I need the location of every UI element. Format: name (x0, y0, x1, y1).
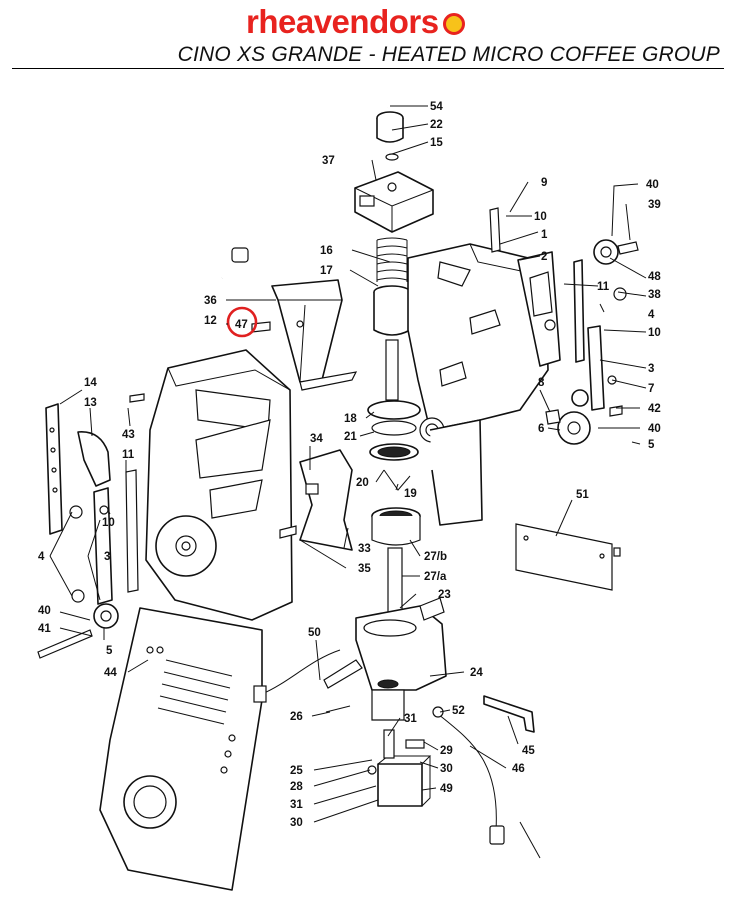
callout-46: 46 (512, 763, 525, 775)
callout-5: 5 (648, 439, 655, 451)
callout-20: 20 (356, 477, 369, 489)
brand-dot-icon (442, 13, 465, 35)
callout-30: 30 (440, 763, 453, 775)
callout-27-a: 27/a (424, 571, 447, 583)
thermoblock (354, 171, 434, 233)
callout-47: 47 (235, 319, 248, 331)
callout-50: 50 (308, 627, 321, 639)
electrovalve-unit (367, 729, 432, 807)
brand-logo: rheavendors (246, 3, 465, 40)
callout-41: 41 (38, 623, 51, 635)
coffee-spout (323, 597, 447, 721)
heater-fitting (376, 111, 404, 161)
callout-15: 15 (430, 137, 443, 149)
callout-11: 11 (597, 281, 610, 293)
callout-1: 1 (541, 229, 548, 241)
callout-17: 17 (320, 265, 333, 277)
left-housing (145, 349, 293, 621)
brew-chamber (367, 400, 421, 615)
callout-49: 49 (440, 783, 453, 795)
left-lever-rack (37, 393, 145, 659)
callout-48: 48 (648, 271, 661, 283)
callout-40: 40 (38, 605, 51, 617)
callout-5: 5 (106, 645, 113, 657)
lever-arm (573, 259, 617, 411)
drain-hose (432, 706, 505, 845)
callout-6: 6 (538, 423, 544, 435)
callout-36: 36 (204, 295, 217, 307)
callout-7: 7 (648, 383, 654, 395)
right-side-plate (517, 251, 561, 367)
leader-lines (49, 105, 647, 859)
callout-28: 28 (290, 781, 303, 793)
coffee-funnel (251, 279, 358, 391)
header-divider (12, 68, 724, 69)
brand-wordmark: rheavendors (246, 3, 439, 40)
spring (376, 237, 408, 282)
callout-44: 44 (104, 667, 117, 679)
callout-30: 30 (290, 817, 303, 829)
callout-34: 34 (310, 433, 323, 445)
callout-12: 12 (204, 315, 217, 327)
callout-42: 42 (648, 403, 661, 415)
callout-22: 22 (430, 119, 443, 131)
callout-16: 16 (320, 245, 333, 257)
callout-9: 9 (541, 177, 547, 189)
callout-31: 31 (404, 713, 417, 725)
callout-45: 45 (522, 745, 535, 757)
callout-4: 4 (38, 551, 45, 563)
callout-40: 40 (648, 423, 661, 435)
callout-26: 26 (290, 711, 303, 723)
motor-gear (593, 239, 639, 301)
cam-bracket (489, 207, 501, 253)
callout-11: 11 (122, 449, 135, 461)
callout-13: 13 (84, 397, 97, 409)
callout-23: 23 (438, 589, 451, 601)
callout-10: 10 (648, 327, 661, 339)
callout-10: 10 (102, 517, 115, 529)
callout-51: 51 (576, 489, 589, 501)
callout-14: 14 (84, 377, 97, 389)
callout-8: 8 (538, 377, 545, 389)
tray-bracket (483, 695, 535, 733)
callout-38: 38 (648, 289, 661, 301)
callout-37: 37 (322, 155, 335, 167)
front-cover (99, 607, 263, 891)
callout-43: 43 (122, 429, 135, 441)
main-frame (407, 243, 549, 526)
callout-18: 18 (344, 413, 357, 425)
callout-39: 39 (648, 199, 661, 211)
highlight-ring (226, 306, 258, 338)
callout-4: 4 (648, 309, 655, 321)
callout-2: 2 (541, 251, 547, 263)
page-title: CINO XS GRANDE - HEATED MICRO COFFEE GRO… (177, 43, 720, 66)
callout-3: 3 (104, 551, 110, 563)
callout-54: 54 (430, 101, 443, 113)
piston (373, 285, 411, 401)
water-tube (219, 105, 389, 279)
callout-3: 3 (648, 363, 654, 375)
callout-25: 25 (290, 765, 303, 777)
callout-52: 52 (452, 705, 465, 717)
scraper-blade (279, 449, 353, 551)
circuit-board (515, 523, 621, 591)
callout-35: 35 (358, 563, 371, 575)
callout-10: 10 (534, 211, 547, 223)
callout-21: 21 (344, 431, 357, 443)
callout-29: 29 (440, 745, 453, 757)
callout-40: 40 (646, 179, 659, 191)
callout-27-b: 27/b (424, 551, 447, 563)
callout-31: 31 (290, 799, 303, 811)
callout-19: 19 (404, 488, 417, 500)
wiring-cable (253, 649, 351, 713)
callout-33: 33 (358, 543, 371, 555)
cam-wheel (545, 389, 623, 445)
callout-24: 24 (470, 667, 483, 679)
